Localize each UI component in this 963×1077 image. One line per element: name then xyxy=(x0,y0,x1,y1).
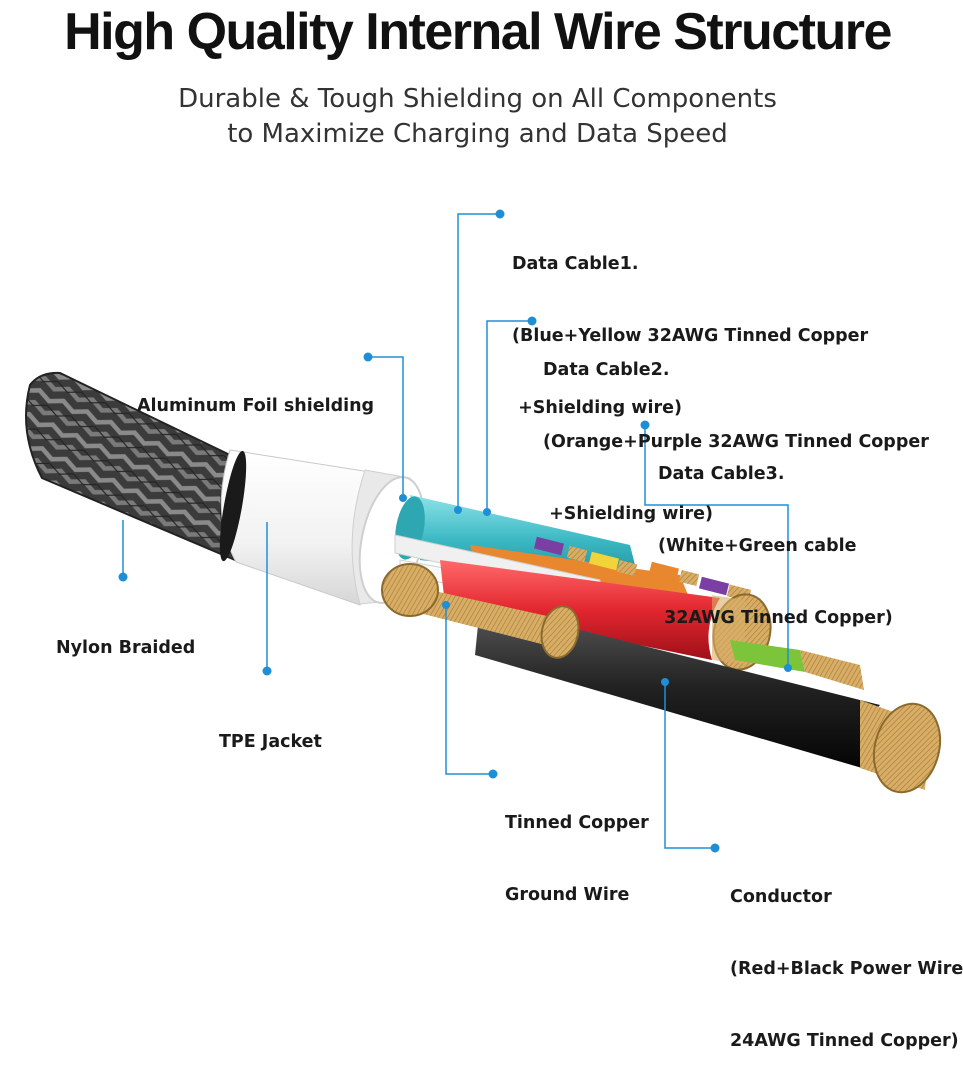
label-tpe-jacket: TPE Jacket xyxy=(219,732,322,752)
label-nylon-braided: Nylon Braided xyxy=(56,638,196,658)
dot-wire-end-3 xyxy=(784,664,792,672)
green-data-wire xyxy=(730,640,864,690)
label-data-cable1: Data Cable1. (Blue+Yellow 32AWG Tinned C… xyxy=(512,254,869,418)
label-data-cable2: Data Cable2. (Orange+Purple 32AWG Tinned… xyxy=(543,360,929,524)
cable-cross-section-diagram xyxy=(25,209,942,853)
dot-wire-end-5 xyxy=(442,601,450,609)
dot-tpe-jacket xyxy=(262,666,272,676)
dot-ground-wire xyxy=(488,769,498,779)
ground-wire xyxy=(381,563,580,659)
page-title: High Quality Internal Wire Structure xyxy=(64,3,892,61)
dot-data-cable3 xyxy=(640,420,650,430)
dot-nylon-braided xyxy=(118,572,128,582)
tpe-jacket xyxy=(219,449,371,606)
dot-data-cable2 xyxy=(527,316,537,326)
black-power-wire xyxy=(475,605,942,794)
label-data-cable3: Data Cable3. (White+Green cable 32AWG Ti… xyxy=(658,464,893,628)
label-aluminum-foil: Aluminum Foil shielding xyxy=(137,396,375,416)
dot-aluminum-foil xyxy=(363,352,373,362)
label-conductor: Conductor (Red+Black Power Wire 24AWG Ti… xyxy=(730,887,963,1051)
orange-data-cable xyxy=(470,545,690,600)
leader-lines xyxy=(122,213,789,849)
dot-conductor xyxy=(710,843,720,853)
leader-dots xyxy=(118,209,792,853)
label-ground-wire: Tinned Copper Ground Wire xyxy=(505,813,649,905)
dot-wire-end-2 xyxy=(483,508,491,516)
dot-wire-end-1 xyxy=(454,506,462,514)
dot-wire-end-6 xyxy=(661,678,669,686)
subtitle-line-1: Durable & Tough Shielding on All Compone… xyxy=(178,84,777,114)
dot-wire-end-4 xyxy=(399,494,407,502)
subtitle-line-2: to Maximize Charging and Data Speed xyxy=(227,119,728,149)
dot-data-cable1 xyxy=(495,209,505,219)
